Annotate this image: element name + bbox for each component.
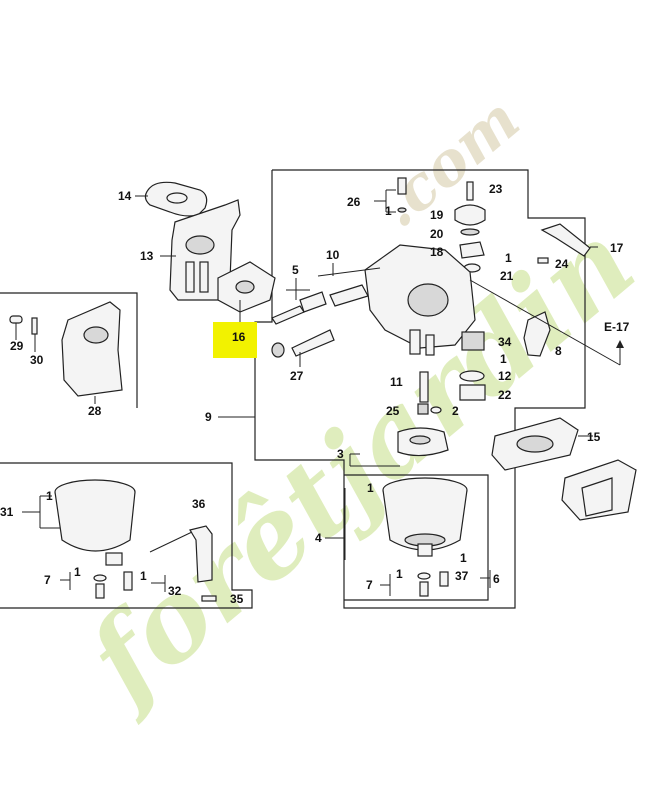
label-1-e: 1 [460, 551, 467, 565]
small-screws [93, 571, 449, 602]
label-24: 24 [555, 257, 569, 271]
leader-lines [22, 416, 593, 596]
label-14: 14 [118, 189, 132, 203]
label-35: 35 [230, 592, 244, 606]
label-7-b: 7 [366, 578, 373, 592]
label-2: 2 [452, 404, 459, 418]
label-34: 34 [498, 335, 512, 349]
label-1-i: 1 [140, 569, 147, 583]
part-stack-top [374, 177, 486, 273]
label-20: 20 [430, 227, 444, 241]
part-36-tube [149, 525, 213, 583]
label-37: 37 [455, 569, 469, 583]
part-15-gasket [491, 417, 579, 471]
label-1-f: 1 [396, 567, 403, 581]
label-1-c: 1 [500, 352, 507, 366]
part-14-gasket [135, 181, 208, 217]
label-25: 25 [386, 404, 400, 418]
label-36: 36 [192, 497, 206, 511]
label-19: 19 [430, 208, 444, 222]
label-22: 22 [498, 388, 512, 402]
label-16: 16 [232, 330, 246, 344]
float-chamber-frame [0, 462, 253, 609]
label-28: 28 [88, 404, 102, 418]
label-31: 31 [0, 505, 14, 519]
label-30: 30 [30, 353, 44, 367]
part-13-insulator [160, 199, 241, 301]
part-31-float-chamber [54, 479, 136, 566]
lower-right-bracket [561, 459, 637, 521]
label-21: 21 [500, 269, 514, 283]
part-11-25-2 [417, 371, 442, 415]
label-11: 11 [390, 375, 403, 389]
part-16-gasket [217, 261, 276, 322]
label-23: 23 [489, 182, 503, 196]
part-4-float-chamber [382, 477, 468, 557]
label-8: 8 [555, 344, 562, 358]
label-1-d: 1 [367, 481, 374, 495]
label-1-h: 1 [74, 565, 81, 579]
part-3-float [397, 427, 449, 457]
label-26: 26 [347, 195, 361, 209]
label-1-a: 1 [385, 204, 392, 218]
label-15: 15 [587, 430, 601, 444]
label-4: 4 [315, 531, 322, 545]
e17-arrow [469, 279, 624, 366]
float-chamber-2-frame [344, 474, 489, 601]
part-29-30 [9, 315, 38, 352]
part-5-10-27-screws [271, 263, 381, 367]
label-3: 3 [337, 447, 344, 461]
highlight-16 [213, 322, 257, 358]
label-18: 18 [430, 245, 444, 259]
label-10: 10 [326, 248, 340, 262]
part-labels: 14 13 16 29 30 28 9 5 10 27 26 1 23 19 2… [0, 182, 630, 606]
label-29: 29 [10, 339, 24, 353]
part-28-bracket [61, 301, 123, 404]
label-7-a: 7 [44, 573, 51, 587]
label-13: 13 [140, 249, 154, 263]
label-1-g: 1 [46, 489, 53, 503]
label-27: 27 [290, 369, 304, 383]
label-17: 17 [610, 241, 624, 255]
label-1-b: 1 [505, 251, 512, 265]
label-9: 9 [205, 410, 212, 424]
label-32: 32 [168, 584, 182, 598]
label-5: 5 [292, 263, 299, 277]
carburetor-body [329, 244, 476, 356]
label-12: 12 [498, 369, 512, 383]
label-e17: E-17 [604, 320, 630, 334]
part-34-12-22-8 [459, 311, 551, 401]
watermark: forêtjardin .com [58, 84, 652, 729]
bracket-frame [0, 292, 138, 408]
part-17-lever [537, 223, 598, 264]
label-6: 6 [493, 572, 500, 586]
